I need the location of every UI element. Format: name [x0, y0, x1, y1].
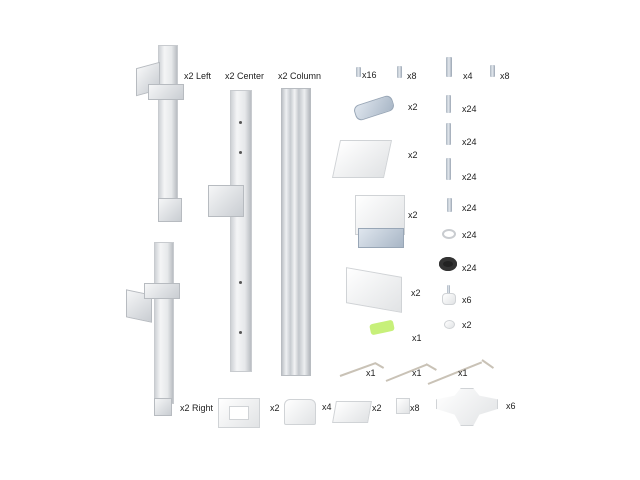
cap-screw-icon [446, 57, 452, 77]
hex-key-large-count: x1 [458, 368, 468, 378]
small-screw-a-icon [356, 67, 361, 77]
zinc-plate [352, 94, 396, 122]
end-cap-count: x2 [372, 403, 382, 413]
hex-key-large [427, 361, 483, 385]
cap-dot-count: x2 [462, 320, 472, 330]
small-screw-b-count: x8 [407, 71, 417, 81]
cap-screw-count: x4 [463, 71, 473, 81]
bolt-1-count: x24 [462, 104, 477, 114]
bolt-4-count: x24 [462, 203, 477, 213]
thumb-screw-count: x6 [462, 295, 472, 305]
left-arm-foot [158, 198, 182, 222]
right-arm-rail [154, 242, 174, 404]
vesa-plate [436, 388, 498, 426]
hex-key-small-bend [374, 362, 385, 369]
hex-key-medium-bend [425, 363, 437, 371]
small-screw-a-count: x16 [362, 70, 377, 80]
zinc-plate-count: x2 [408, 102, 418, 112]
column-extrusion [281, 88, 311, 376]
bolt-2-icon [446, 123, 451, 145]
cap-dot-icon [444, 320, 455, 329]
white-plate-count: x2 [408, 150, 418, 160]
hex-key-large-bend [481, 359, 495, 369]
square-frame-count: x2 [270, 403, 280, 413]
end-cap [332, 401, 372, 423]
square-frame [218, 398, 260, 428]
bubble-level [369, 319, 395, 336]
flat-screw-icon [490, 65, 495, 77]
bolt-1-icon [446, 95, 451, 113]
center-rail-bracket [208, 185, 244, 217]
cable-clip [284, 399, 316, 425]
bolt-4-icon [447, 198, 452, 212]
center-rail-label: x2 Center [225, 71, 265, 81]
vesa-plate-count: x6 [506, 401, 516, 411]
center-rail [230, 90, 252, 372]
rubber-ring-count: x24 [462, 263, 477, 273]
white-square-plate [331, 140, 393, 178]
bent-bracket-count: x2 [411, 288, 421, 298]
right-arm-foot [154, 398, 172, 416]
thumb-screw-shaft [447, 285, 450, 294]
small-cube [396, 398, 410, 414]
column-label: x2 Column [278, 71, 322, 81]
hex-key-medium-count: x1 [412, 368, 422, 378]
washer-icon [442, 229, 456, 239]
right-arm-joint [144, 283, 180, 299]
u-clamp-base [358, 228, 404, 248]
cable-clip-count: x4 [322, 402, 332, 412]
bolt-3-icon [446, 158, 451, 180]
washer-count: x24 [462, 230, 477, 240]
small-cube-count: x8 [410, 403, 420, 413]
left-arm-joint [148, 84, 184, 100]
right-arm-label: x2 Right [180, 403, 214, 413]
bubble-level-count: x1 [412, 333, 422, 343]
small-screw-b-icon [397, 66, 402, 78]
flat-screw-count: x8 [500, 71, 510, 81]
left-arm-label: x2 Left [184, 71, 212, 81]
bolt-2-count: x24 [462, 137, 477, 147]
hex-key-small-count: x1 [366, 368, 376, 378]
thumb-screw-knob [442, 293, 456, 305]
bolt-3-count: x24 [462, 172, 477, 182]
rubber-ring-icon [439, 257, 457, 271]
bent-bracket [346, 267, 402, 313]
left-arm-rail [158, 45, 178, 202]
u-clamp-count: x2 [408, 210, 418, 220]
